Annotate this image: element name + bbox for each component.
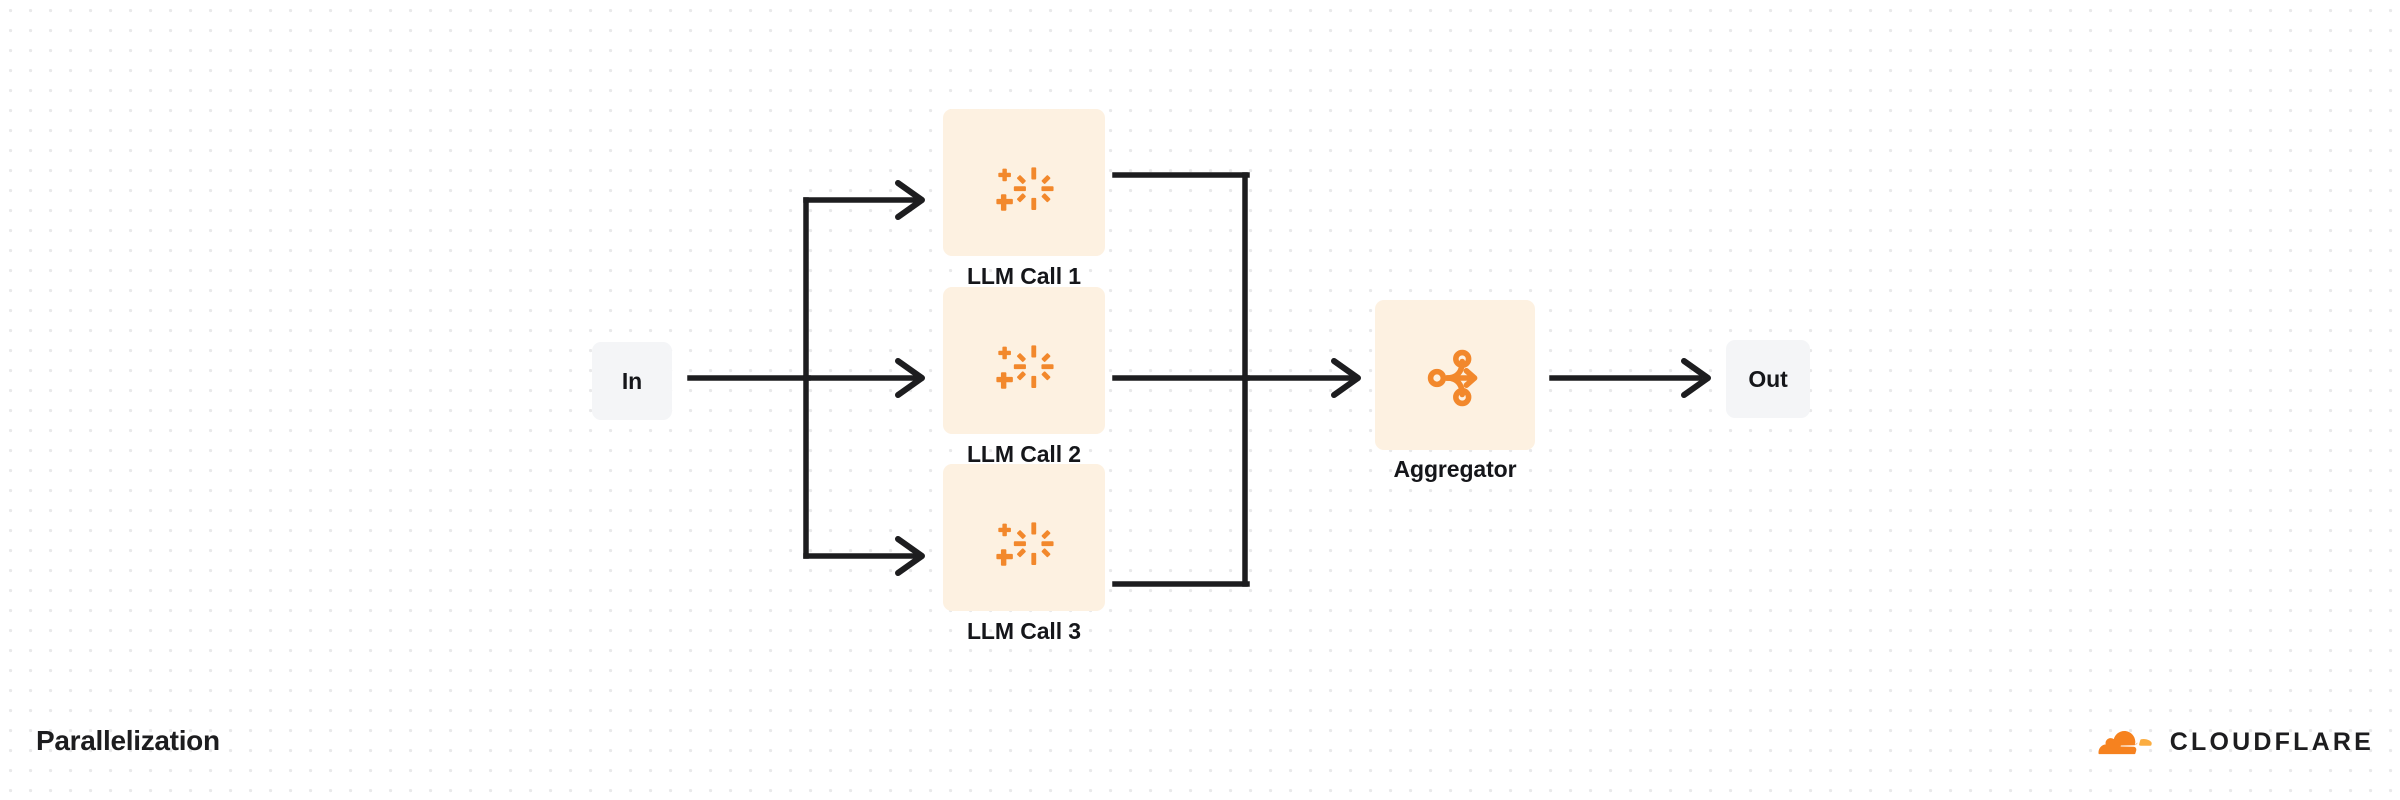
ai-sparkle-icon [993,163,1055,225]
arrowhead-to-llm2 [895,358,925,398]
node-in[interactable]: In [592,342,672,420]
arrowhead-to-llm3 [895,536,925,576]
node-out-label: Out [1748,365,1788,392]
node-llm-call-2[interactable]: LLM Call 2 [943,287,1105,466]
arrowhead-to-aggregator [1331,358,1361,398]
node-out[interactable]: Out [1726,340,1810,418]
ai-sparkle-icon [993,518,1055,580]
node-in-label: In [621,367,643,394]
node-llm-call-2-label: LLM Call 2 [966,441,1081,467]
node-llm-call-3-label: LLM Call 3 [966,618,1081,644]
brand-lockup: CLOUDFLARE [2092,726,2374,758]
cloudflare-cloud-icon [2092,726,2156,758]
node-aggregator[interactable]: Aggregator [1375,300,1535,481]
node-llm-call-3[interactable]: LLM Call 3 [943,464,1105,643]
ai-sparkle-icon [993,341,1055,403]
arrowhead-to-llm1 [895,180,925,220]
aggregator-merge-icon [1422,345,1488,411]
page-title: Parallelization [36,725,220,756]
brand-name: CLOUDFLARE [2169,727,2374,756]
node-llm-call-1[interactable]: LLM Call 1 [943,109,1105,288]
node-llm-call-1-label: LLM Call 1 [966,263,1081,289]
arrowhead-to-out [1681,358,1711,398]
node-aggregator-label: Aggregator [1393,456,1517,482]
